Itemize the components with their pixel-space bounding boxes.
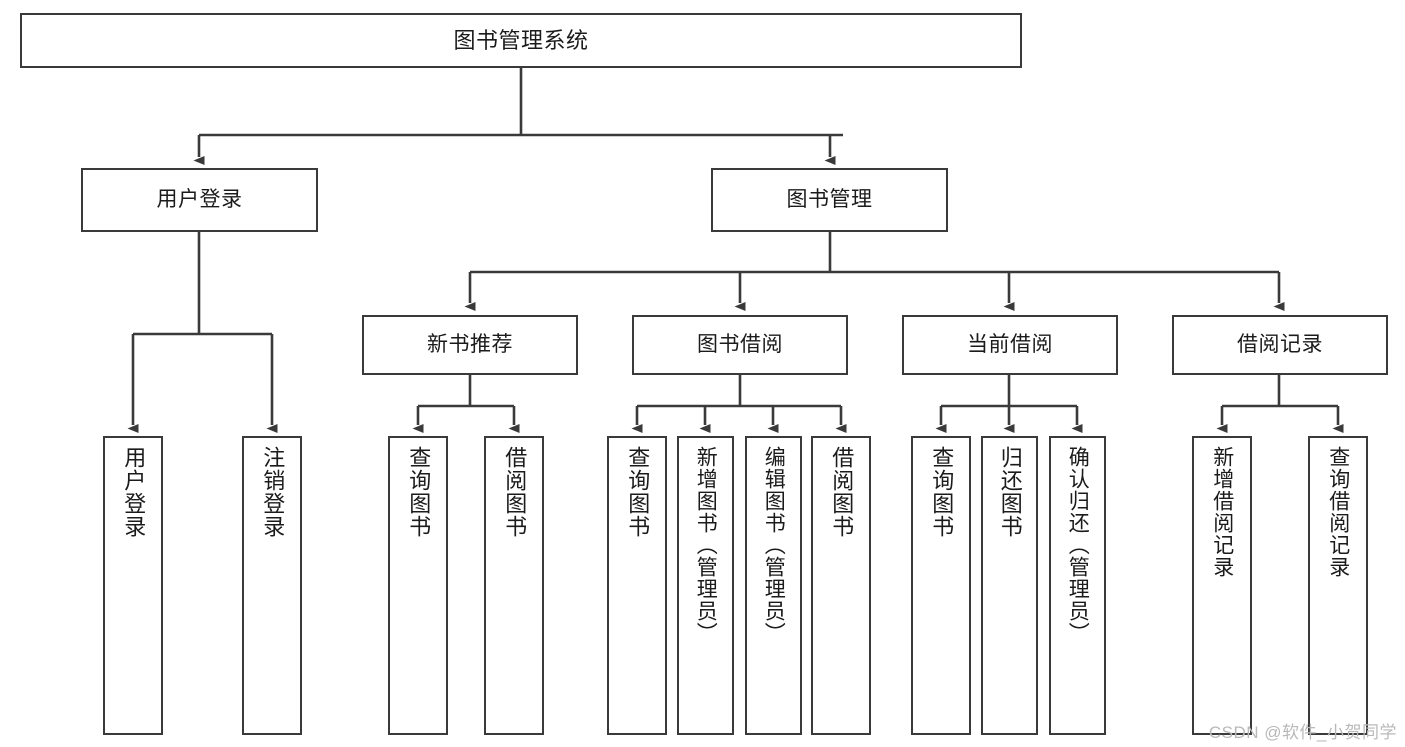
node-leaf-rec-borrow[interactable]: 借阅图书 (484, 436, 544, 735)
node-leaf-rec-query-label: 查询图书 (406, 446, 432, 538)
node-root-label: 图书管理系统 (453, 27, 589, 53)
node-root[interactable]: 图书管理系统 (20, 13, 1022, 68)
node-leaf-borrow-edit-label: 编辑图书（管理员） (762, 446, 786, 644)
node-leaf-rec-add-label: 新增借阅记录 (1210, 446, 1234, 578)
node-leaf-rec-query[interactable]: 查询图书 (388, 436, 448, 735)
node-leaf-cur-query-label: 查询图书 (929, 446, 955, 538)
node-leaf-borrow-lend-label: 借阅图书 (829, 446, 855, 538)
node-new-book-rec[interactable]: 新书推荐 (362, 315, 578, 375)
node-new-book-rec-label: 新书推荐 (427, 332, 513, 356)
node-leaf-borrow-lend[interactable]: 借阅图书 (811, 436, 871, 735)
node-book-manage-label: 图书管理 (786, 187, 873, 211)
node-leaf-rec-add[interactable]: 新增借阅记录 (1192, 436, 1252, 735)
node-leaf-user-logout-label: 注销登录 (260, 446, 286, 538)
node-borrow-record[interactable]: 借阅记录 (1172, 315, 1388, 375)
node-leaf-user-login[interactable]: 用户登录 (103, 436, 163, 735)
node-leaf-cur-return-label: 归还图书 (997, 446, 1023, 538)
node-leaf-rec-search-label: 查询借阅记录 (1326, 446, 1350, 578)
node-leaf-user-logout[interactable]: 注销登录 (242, 436, 302, 735)
node-current-borrow[interactable]: 当前借阅 (902, 315, 1118, 375)
node-leaf-cur-confirm[interactable]: 确认归还（管理员） (1049, 436, 1106, 735)
node-leaf-borrow-query-label: 查询图书 (625, 446, 651, 538)
node-user-login[interactable]: 用户登录 (81, 168, 318, 232)
node-book-manage[interactable]: 图书管理 (711, 168, 948, 232)
node-user-login-label: 用户登录 (156, 187, 243, 211)
node-leaf-borrow-add[interactable]: 新增图书（管理员） (677, 436, 734, 735)
node-leaf-cur-confirm-label: 确认归还（管理员） (1066, 446, 1090, 644)
node-leaf-borrow-add-label: 新增图书（管理员） (694, 446, 718, 644)
node-current-borrow-label: 当前借阅 (967, 332, 1053, 356)
node-leaf-cur-query[interactable]: 查询图书 (911, 436, 971, 735)
node-book-borrow-label: 图书借阅 (697, 332, 783, 356)
node-leaf-rec-search[interactable]: 查询借阅记录 (1308, 436, 1368, 735)
csdn-watermark: CSDN @软件_小贺同学 (1208, 723, 1397, 742)
node-leaf-borrow-query[interactable]: 查询图书 (607, 436, 667, 735)
node-leaf-user-login-label: 用户登录 (121, 446, 147, 538)
node-leaf-borrow-edit[interactable]: 编辑图书（管理员） (745, 436, 802, 735)
node-book-borrow[interactable]: 图书借阅 (632, 315, 848, 375)
node-borrow-record-label: 借阅记录 (1237, 332, 1323, 356)
node-leaf-rec-borrow-label: 借阅图书 (502, 446, 528, 538)
node-leaf-cur-return[interactable]: 归还图书 (981, 436, 1038, 735)
